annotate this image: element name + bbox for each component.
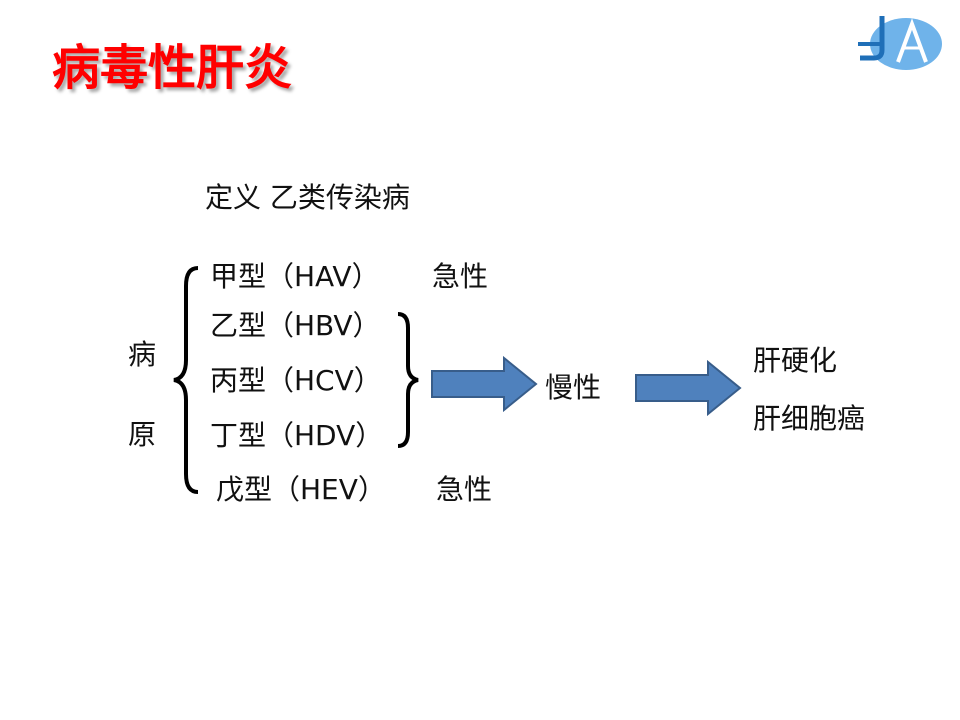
ja-logo-icon [858,16,942,70]
slide-title: 病毒性肝炎 [52,40,293,96]
chronic-label: 慢性 [545,371,602,404]
outcome-hcc: 肝细胞癌 [753,402,866,435]
right-curly-brace-icon [397,312,419,448]
cause-label-bottom: 原 [128,418,157,451]
type-d-name: 丁型（HDV） [210,419,384,452]
right-arrow-icon-outcome [635,360,742,416]
cause-label-top: 病 [128,338,157,371]
outcome-cirrhosis: 肝硬化 [753,344,838,377]
type-e-course: 急性 [436,473,493,506]
left-curly-brace-icon [173,266,199,494]
type-a-course: 急性 [432,260,489,293]
type-c-name: 丙型（HCV） [210,364,382,397]
definition-text: 定义 乙类传染病 [205,181,410,214]
type-b-name: 乙型（HBV） [210,309,381,342]
type-e-name: 戊型（HEV） [216,473,386,506]
type-a-name: 甲型（HAV） [210,260,380,293]
right-arrow-icon-chronic [431,356,538,412]
